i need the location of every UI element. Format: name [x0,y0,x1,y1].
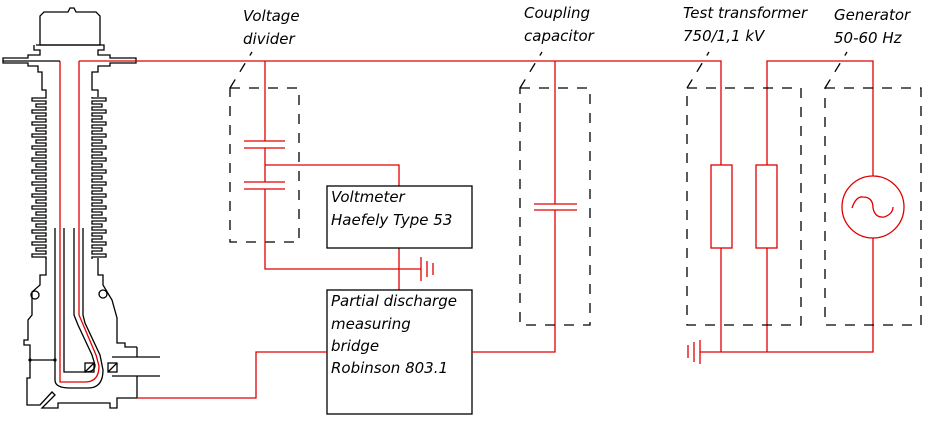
pd-label-4: Robinson 803.1 [331,359,448,377]
pd-label-1: Partial discharge [331,292,457,310]
voltage-divider-enclosure [229,87,300,243]
ground-icon [420,257,434,281]
bushing-icon [2,7,160,409]
resistor-icon [710,164,733,249]
ac-source-icon [841,175,905,239]
pd-label-2: measuring [331,315,411,333]
transformer-label-2: 750/1,1 kV [683,27,766,45]
coupling-label-1: Coupling [524,4,590,22]
voltmeter-box [326,185,473,249]
coupling-capacitor-enclosure [519,87,591,326]
generator-label-1: Generator [834,6,911,24]
transformer-enclosure [686,87,802,326]
voltage-divider-label-1: Voltage [243,7,300,25]
hv-bus-wire [79,60,874,353]
ground-icon [687,340,701,364]
transformer-label-1: Test transformer [683,4,808,22]
pd-label-3: bridge [331,337,379,355]
generator-label-2: 50-60 Hz [834,29,903,47]
capacitor-icon [244,140,285,190]
voltmeter-label-1: Voltmeter [331,188,406,206]
voltmeter-label-2: Haefely Type 53 [331,211,452,229]
resistor-icon [755,164,778,249]
capacitor-icon [534,203,577,211]
coupling-label-2: capacitor [524,27,595,45]
generator-enclosure [824,87,922,326]
voltage-divider-label-2: divider [243,30,295,48]
